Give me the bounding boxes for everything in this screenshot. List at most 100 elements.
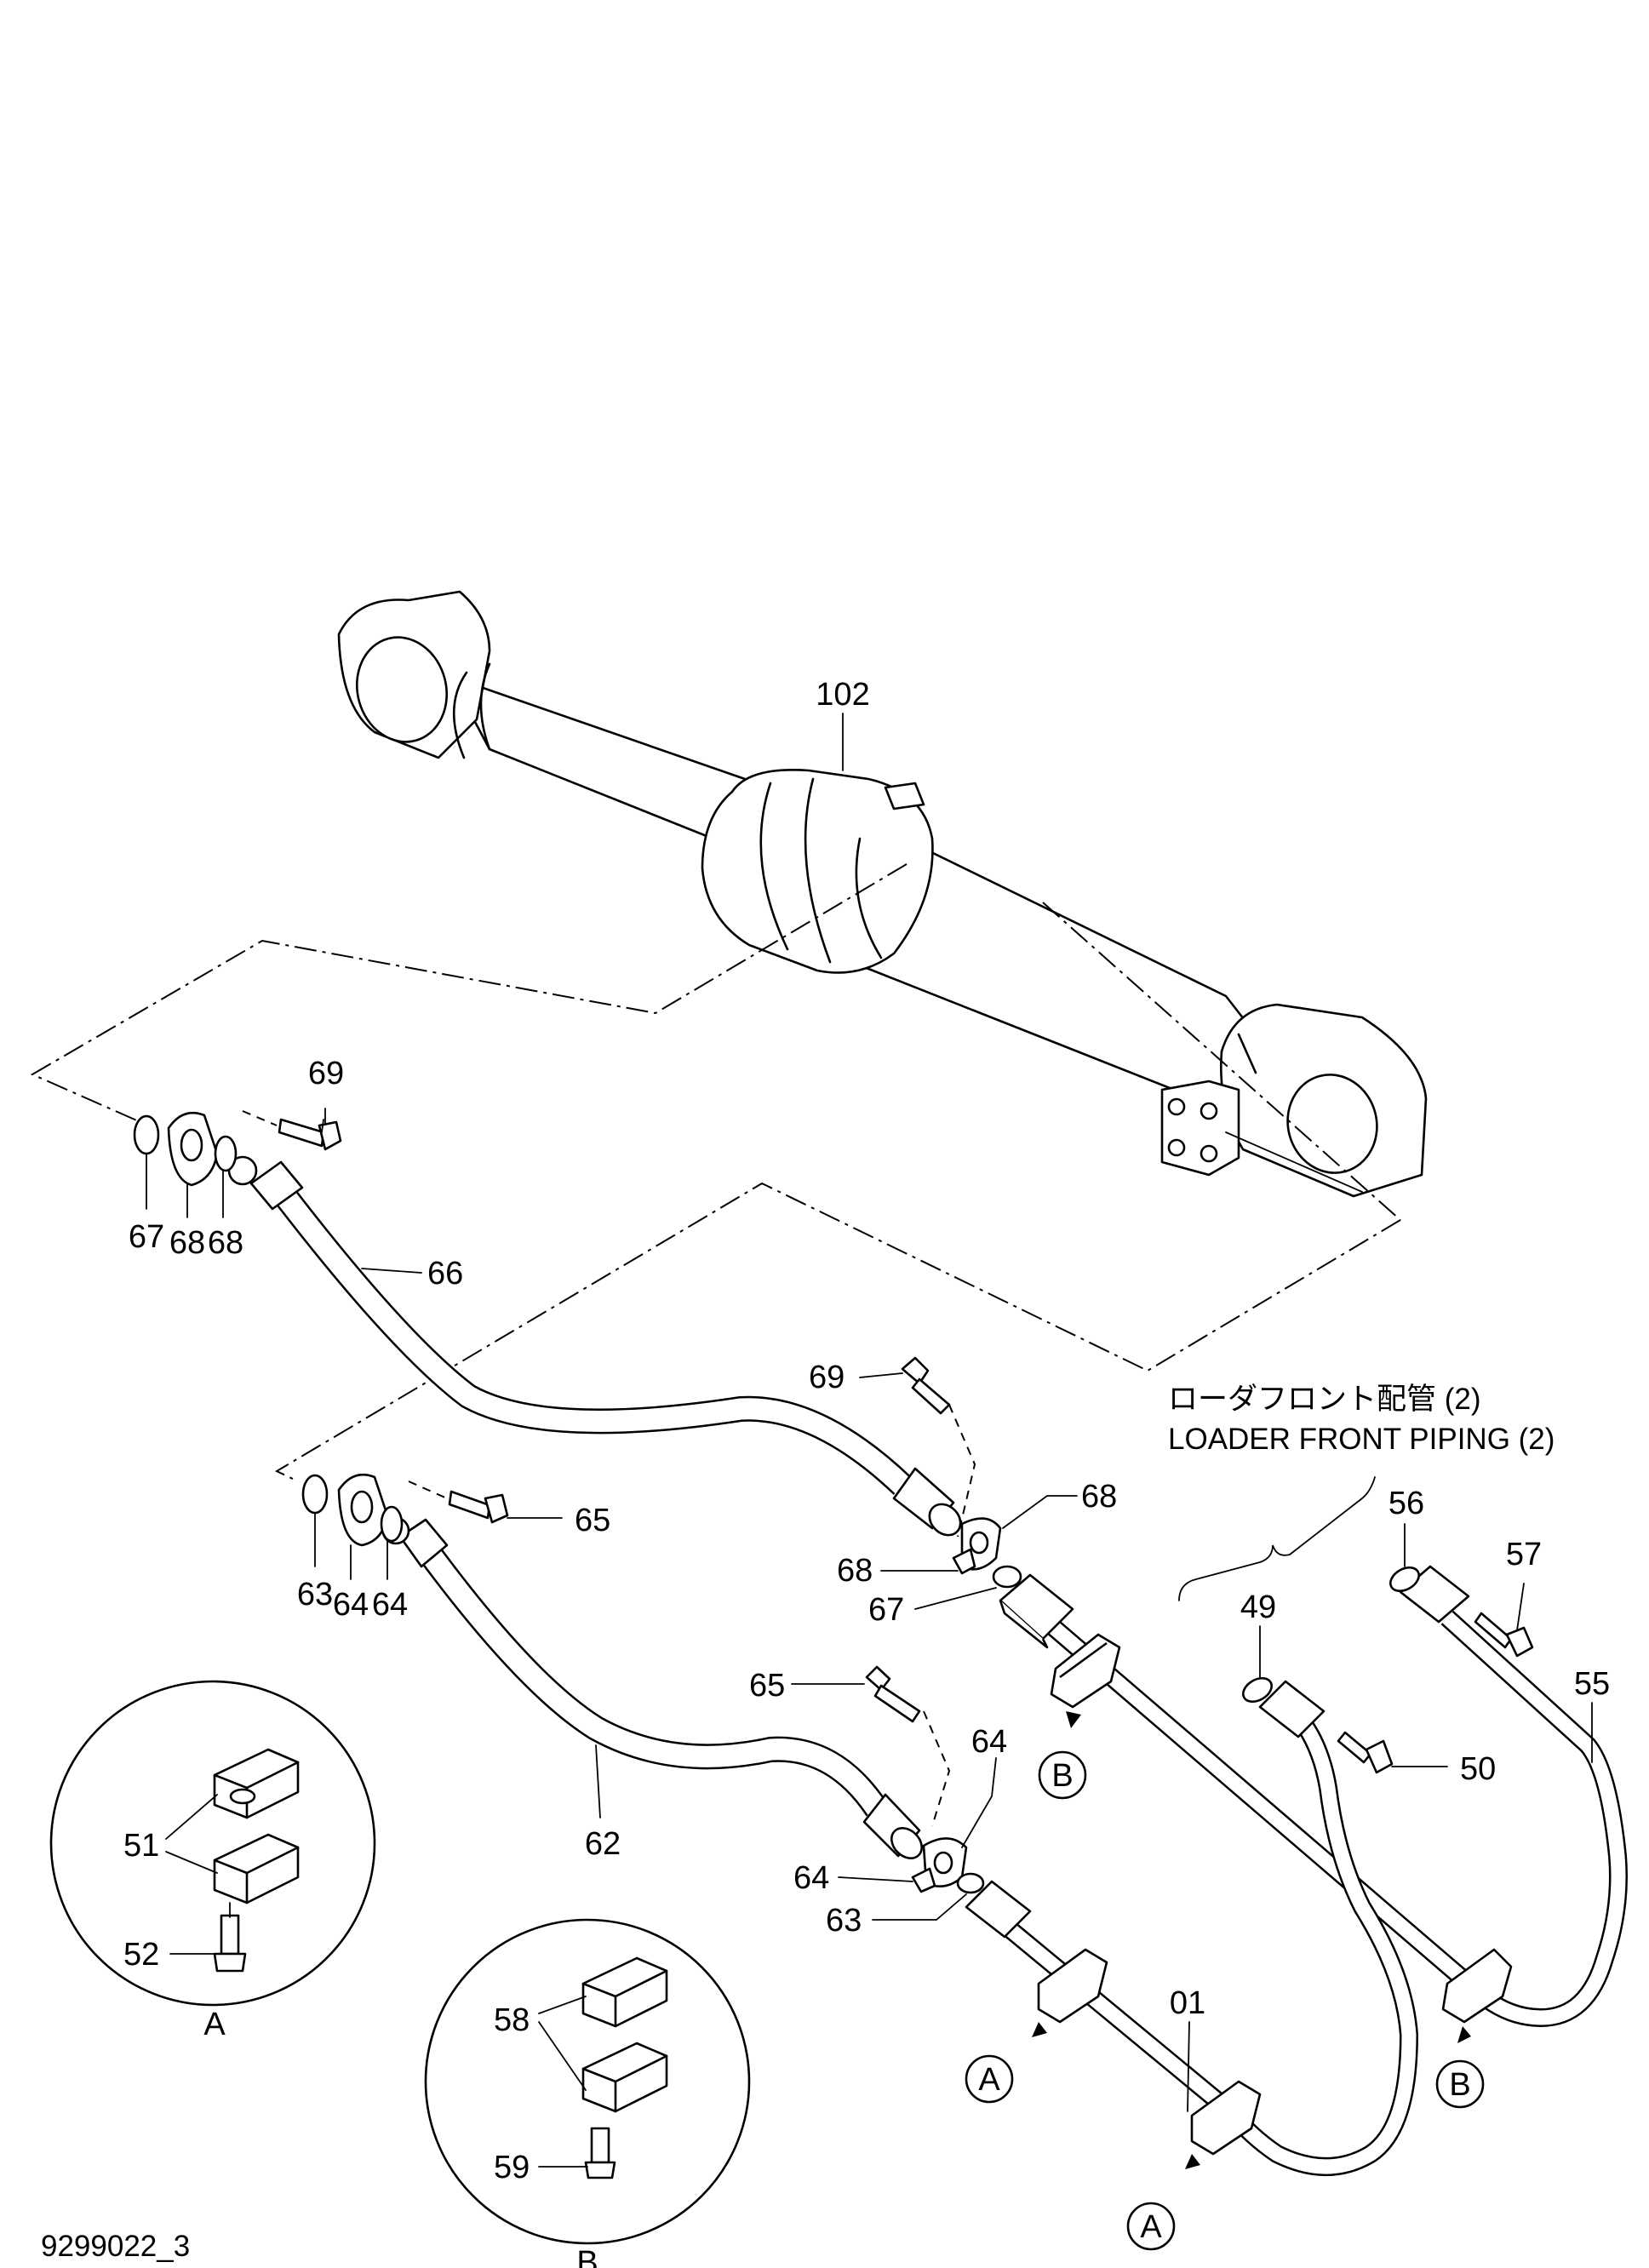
detail-label-b: B: [576, 2245, 598, 2268]
callout-64-c: 64: [971, 1724, 1007, 1760]
callout-01: 01: [1170, 1985, 1205, 2021]
flange-68-d: [952, 1548, 976, 1575]
title-english: LOADER FRONT PIPING (2): [1168, 1423, 1555, 1456]
port-bolt-2: [1200, 1102, 1218, 1120]
gland-bolt-lug: [884, 782, 925, 810]
marker-a-1-text: A: [978, 2062, 1000, 2098]
pipe-flange-lower: [965, 1880, 1032, 1939]
callout-64-b: 64: [372, 1587, 408, 1623]
marker-b-2: [1435, 2059, 1485, 2109]
pipe-flanges-and-clamps: [965, 1565, 1534, 2169]
callout-55: 55: [1574, 1666, 1610, 1702]
clamp-b-top: [1050, 1633, 1121, 1709]
pipe-flange-49: [1258, 1680, 1325, 1738]
flange-64-d: [911, 1867, 936, 1893]
hose66-fitting-left: [249, 1160, 304, 1211]
callout-67-a: 67: [129, 1219, 164, 1255]
clamp-b-right: [1441, 1948, 1513, 2024]
detail-view-b: [424, 1918, 751, 2245]
callout-57: 57: [1506, 1537, 1542, 1572]
callout-68-a: 68: [169, 1225, 205, 1261]
rod-neck-ring-2: [479, 662, 491, 751]
bolt69a-guide: [242, 1110, 278, 1126]
clamp-a-lower: [1190, 2080, 1262, 2156]
title-japanese: ローダフロント配管 (2): [1168, 1383, 1481, 1416]
marker-b-2-text: B: [1449, 2067, 1470, 2103]
callout-68-c: 68: [1081, 1479, 1117, 1515]
marker-a-2: [1126, 2202, 1176, 2251]
callout-52: 52: [123, 1937, 159, 1973]
bolt65b-guide: [923, 1710, 951, 1827]
port-centerline: [1225, 1131, 1363, 1193]
callout-58: 58: [494, 2002, 530, 2038]
port-bolt-4: [1200, 1144, 1218, 1163]
callout-62: 62: [585, 1826, 621, 1862]
figure-number: 9299022_3: [41, 2230, 190, 2263]
callout-66: 66: [427, 1256, 463, 1292]
bolt-59-b: [590, 2127, 610, 2164]
upper-dash-box: [30, 863, 908, 1123]
connection-lines: [30, 863, 1401, 1827]
rod-eye-hole: [355, 636, 449, 743]
callout-51: 51: [123, 1828, 159, 1864]
oring-67-b: [992, 1565, 1022, 1589]
hose66-end-hardware: [901, 1356, 1022, 1589]
callout-59: 59: [494, 2150, 530, 2185]
callout-65-b: 65: [749, 1668, 785, 1704]
callout-63-b: 63: [826, 1903, 862, 1939]
bolt-65-b: [865, 1665, 891, 1692]
steel-pipes: [1002, 1596, 1628, 2176]
clamp-a-middle: [1037, 1948, 1108, 2024]
callouts: 102 69 67 68 68 66 69 68 68 67 63 64 64 …: [123, 677, 1610, 2185]
oring-63-a: [301, 1474, 329, 1515]
hose-62: [381, 1516, 923, 1859]
callout-56: 56: [1388, 1486, 1424, 1521]
gland-ring-1: [759, 782, 789, 951]
bolt-69-b: [901, 1356, 930, 1385]
callout-68-d: 68: [837, 1553, 873, 1589]
hose-66: [227, 1155, 962, 1537]
oring-49: [1241, 1676, 1274, 1704]
flange-68-b: [214, 1135, 238, 1172]
gland-ring-3: [855, 837, 883, 959]
callout-68-b: 68: [208, 1225, 243, 1261]
cylinder-gland: [701, 769, 934, 974]
callout-69-b: 69: [809, 1360, 845, 1395]
port-bolt-3: [1167, 1138, 1186, 1157]
tube-to-box-line: [1042, 902, 1401, 1221]
hose62-end-hardware: [865, 1665, 985, 1894]
bolt-57: [1474, 1612, 1513, 1649]
pointer-a-lower: [1185, 2154, 1200, 2169]
pointer-b-right: [1457, 2026, 1471, 2043]
callout-67-b: 67: [868, 1592, 904, 1628]
detail-view-a: [49, 1680, 376, 2007]
marker-a-2-text: A: [1140, 2209, 1162, 2245]
middle-left-hardware: [301, 1473, 509, 1547]
gland-ring-2: [804, 777, 832, 964]
port-bolt-1: [1167, 1097, 1186, 1116]
hose62-fitting-left: [398, 1518, 449, 1568]
pipe-flange-top: [999, 1573, 1074, 1641]
hydraulic-cylinder: [337, 590, 1428, 1198]
flange-64-b: [380, 1505, 404, 1543]
rod-neck-ring: [452, 671, 468, 759]
bolt-69-a: [278, 1118, 325, 1148]
lower-dash-box: [274, 1182, 1401, 1482]
port-flange-block: [1160, 1080, 1240, 1177]
view-markers: B A A B: [965, 1750, 1485, 2251]
pointer-b-top: [1066, 1711, 1081, 1728]
callout-49: 49: [1240, 1589, 1276, 1625]
head-end-top: [1237, 1033, 1257, 1074]
oring-56: [1388, 1566, 1421, 1593]
callout-64-d: 64: [793, 1860, 829, 1896]
bolt65a-guide: [408, 1480, 448, 1499]
callout-64-a: 64: [333, 1587, 369, 1623]
callout-63-a: 63: [297, 1577, 333, 1612]
callout-65-a: 65: [575, 1503, 610, 1538]
bolt-50: [1337, 1731, 1372, 1764]
callout-69-a: 69: [308, 1056, 344, 1091]
leader-lines: [146, 713, 1593, 2168]
bolt-52-a: [220, 1914, 240, 1956]
detail-label-a: A: [203, 2007, 226, 2042]
